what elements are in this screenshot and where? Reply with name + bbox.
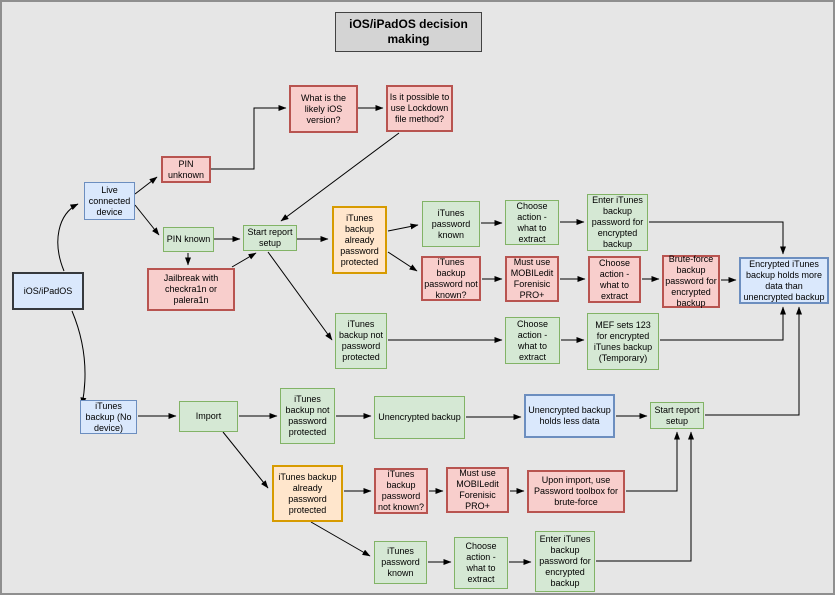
node-likely-ios-version[interactable]: What is the likely iOS version? <box>289 85 358 133</box>
diagram-title: iOS/iPadOS decision making <box>335 12 482 52</box>
node-choose-action-3[interactable]: Choose action - what to extract <box>505 317 560 364</box>
node-backup-already-protected-bottom[interactable]: iTunes backup already password protected <box>272 465 343 522</box>
node-backup-already-protected-top[interactable]: iTunes backup already password protected <box>332 206 387 274</box>
node-itunes-backup-no-device[interactable]: iTunes backup (No device) <box>80 400 137 434</box>
node-live-connected-device[interactable]: Live connected device <box>84 182 135 220</box>
node-backup-password-not-known-bottom[interactable]: iTunes backup password not known? <box>374 468 428 514</box>
node-backup-password-not-known-top[interactable]: iTunes backup password not known? <box>421 256 481 301</box>
node-mef-sets-123[interactable]: MEF sets 123 for encrypted iTunes backup… <box>587 313 659 370</box>
node-start-report-setup-top[interactable]: Start report setup <box>243 225 297 251</box>
node-itunes-password-known-bottom[interactable]: iTunes password known <box>374 541 427 584</box>
node-choose-action-1[interactable]: Choose action - what to extract <box>505 200 559 245</box>
node-bruteforce-backup-password[interactable]: Brute-force backup password for encrypte… <box>662 254 720 308</box>
node-import[interactable]: Import <box>179 401 238 432</box>
node-backup-not-protected-top[interactable]: iTunes backup not password protected <box>335 313 387 369</box>
node-backup-not-protected-bottom[interactable]: iTunes backup not password protected <box>280 388 335 444</box>
node-start[interactable]: iOS/iPadOS <box>12 272 84 310</box>
node-start-report-setup-bottom[interactable]: Start report setup <box>650 402 704 429</box>
node-pin-known[interactable]: PIN known <box>163 227 214 252</box>
node-jailbreak[interactable]: Jailbreak with checkra1n or palera1n <box>147 268 235 311</box>
node-lockdown-file-method[interactable]: Is it possible to use Lockdown file meth… <box>386 85 453 132</box>
node-mobiledit-forensic-bottom[interactable]: Must use MOBILedit Forenisic PRO+ <box>446 467 509 513</box>
node-unencrypted-backup[interactable]: Unencrypted backup <box>374 396 465 439</box>
node-enter-backup-password-top[interactable]: Enter iTunes backup password for encrypt… <box>587 194 648 251</box>
node-itunes-password-known-top[interactable]: iTunes password known <box>422 201 480 247</box>
node-unencrypted-holds-less-data[interactable]: Unencrypted backup holds less data <box>524 394 615 438</box>
node-pin-unknown[interactable]: PIN unknown <box>161 156 211 183</box>
node-password-toolbox-bruteforce[interactable]: Upon import, use Password toolbox for br… <box>527 470 625 513</box>
node-mobiledit-forensic-top[interactable]: Must use MOBILedit Forenisic PRO+ <box>505 256 559 302</box>
node-encrypted-holds-more-data[interactable]: Encrypted iTunes backup holds more data … <box>739 257 829 304</box>
node-choose-action-4[interactable]: Choose action - what to extract <box>454 537 508 589</box>
node-choose-action-2[interactable]: Choose action - what to extract <box>588 256 641 303</box>
node-enter-backup-password-bottom[interactable]: Enter iTunes backup password for encrypt… <box>535 531 595 592</box>
